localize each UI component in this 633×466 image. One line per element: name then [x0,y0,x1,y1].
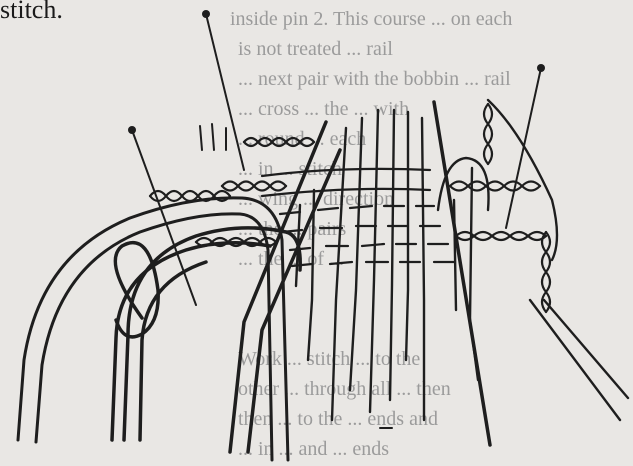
right-threads [438,100,628,420]
passive-threads [296,110,424,420]
pin-right [506,64,545,228]
left-bent-threads [18,198,288,460]
pin-top [202,10,244,170]
